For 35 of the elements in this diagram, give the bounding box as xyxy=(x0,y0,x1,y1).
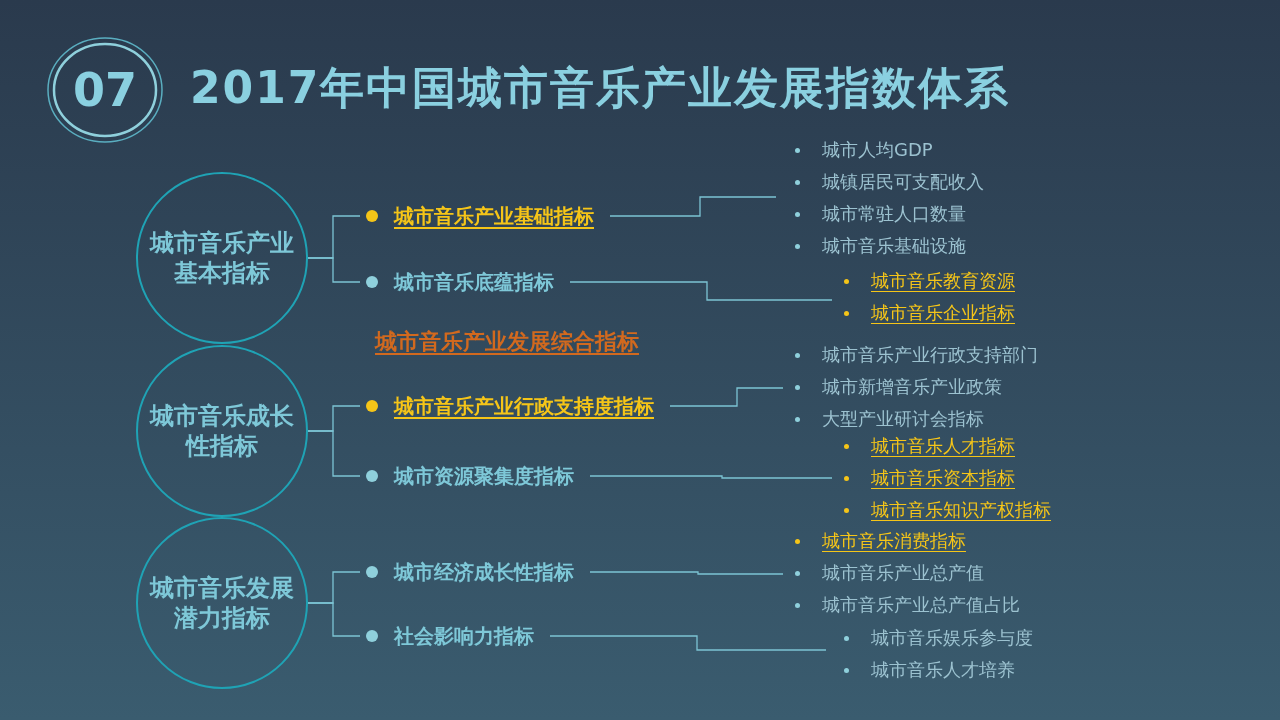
sub-indicator-text: 城市音乐资本指标 xyxy=(871,466,1015,490)
connector-line xyxy=(589,475,833,479)
sub-indicator-text: 城市音乐人才培养 xyxy=(871,658,1015,682)
connector-line xyxy=(669,387,784,407)
sub-indicator-text: 城市音乐基础设施 xyxy=(822,234,966,258)
indicator-text: 社会影响力指标 xyxy=(394,623,534,650)
sub-indicator-text: 城市音乐产业行政支持部门 xyxy=(822,343,1038,367)
sub-indicator-text: 城市音乐产业总产值占比 xyxy=(822,593,1020,617)
connector-line xyxy=(307,257,361,283)
connector-line xyxy=(609,196,777,217)
sub-indicator-text: 城市新增音乐产业政策 xyxy=(822,375,1002,399)
connector-line xyxy=(589,571,784,575)
indicator-text: 城市音乐产业基础指标 xyxy=(394,203,594,230)
sub-indicator-text: 城市音乐企业指标 xyxy=(871,301,1015,325)
connector-line xyxy=(569,281,833,301)
connector-line xyxy=(307,430,361,477)
center-label: 城市音乐产业发展综合指标 xyxy=(375,328,639,356)
sub-indicator-text: 城市音乐产业总产值 xyxy=(822,561,984,585)
sub-indicator-text: 城镇居民可支配收入 xyxy=(822,170,984,194)
sub-indicator-text: 城市常驻人口数量 xyxy=(822,202,966,226)
indicator-text: 城市音乐产业行政支持度指标 xyxy=(394,393,654,420)
connector-line xyxy=(549,635,827,651)
sub-indicator-text: 大型产业研讨会指标 xyxy=(822,407,984,431)
indicator-text: 城市音乐底蕴指标 xyxy=(394,269,554,296)
sub-indicator-text: 城市音乐人才指标 xyxy=(871,434,1015,458)
connector-line xyxy=(307,602,361,637)
sub-indicator-text: 城市音乐教育资源 xyxy=(871,269,1015,293)
number-badge: 07 xyxy=(45,35,165,145)
sub-indicator-text: 城市人均GDP xyxy=(822,138,933,162)
sub-indicator-text: 城市音乐娱乐参与度 xyxy=(871,626,1033,650)
sub-indicator-text: 城市音乐知识产权指标 xyxy=(871,498,1051,522)
sub-indicator-text: 城市音乐消费指标 xyxy=(822,529,966,553)
indicator-text: 城市资源聚集度指标 xyxy=(394,463,574,490)
indicator-text: 城市经济成长性指标 xyxy=(394,559,574,586)
title: 2017年中国城市音乐产业发展指数体系 xyxy=(190,61,1011,115)
